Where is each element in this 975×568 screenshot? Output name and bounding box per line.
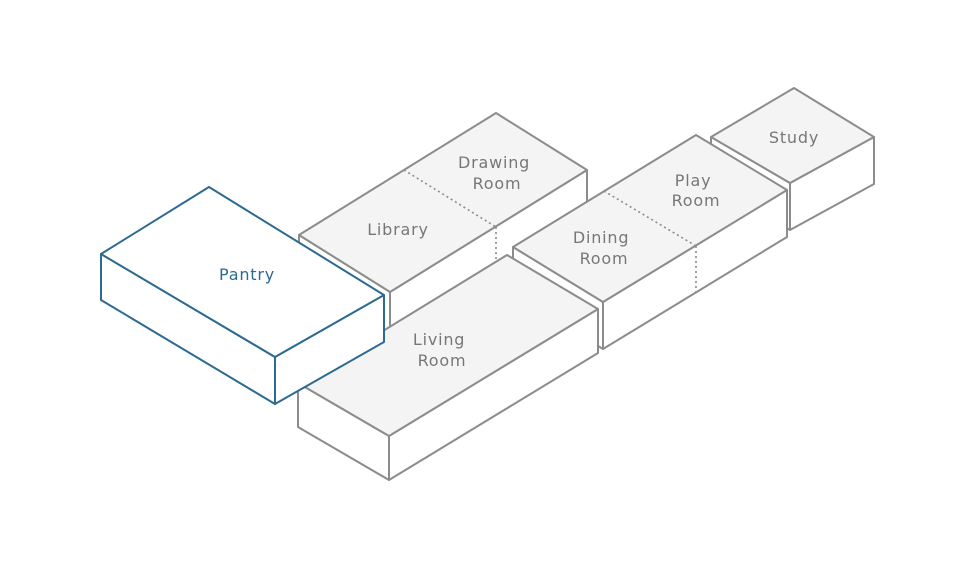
- room-block-dining-play: Dining Room Play Room: [512, 134, 788, 350]
- library-drawing-top-divider: [403, 169, 497, 228]
- library-drawing-top-face: [298, 112, 588, 293]
- living-room-label: Living Room: [413, 330, 471, 370]
- play-room-label[interactable]: Play Room: [672, 171, 721, 210]
- living-room-top-face: [297, 254, 599, 437]
- room-block-living-room[interactable]: Living Room: [297, 254, 599, 481]
- pantry-label: Pantry: [219, 265, 275, 284]
- room-block-pantry[interactable]: Pantry: [100, 186, 385, 405]
- study-top-face: [710, 87, 875, 184]
- library-label[interactable]: Library: [367, 220, 429, 239]
- pantry-top-face: [100, 186, 385, 358]
- study-label: Study: [769, 128, 819, 147]
- dining-room-label[interactable]: Dining Room: [573, 228, 635, 268]
- drawing-room-label[interactable]: Drawing Room: [458, 153, 536, 193]
- dining-play-top-face: [512, 134, 788, 303]
